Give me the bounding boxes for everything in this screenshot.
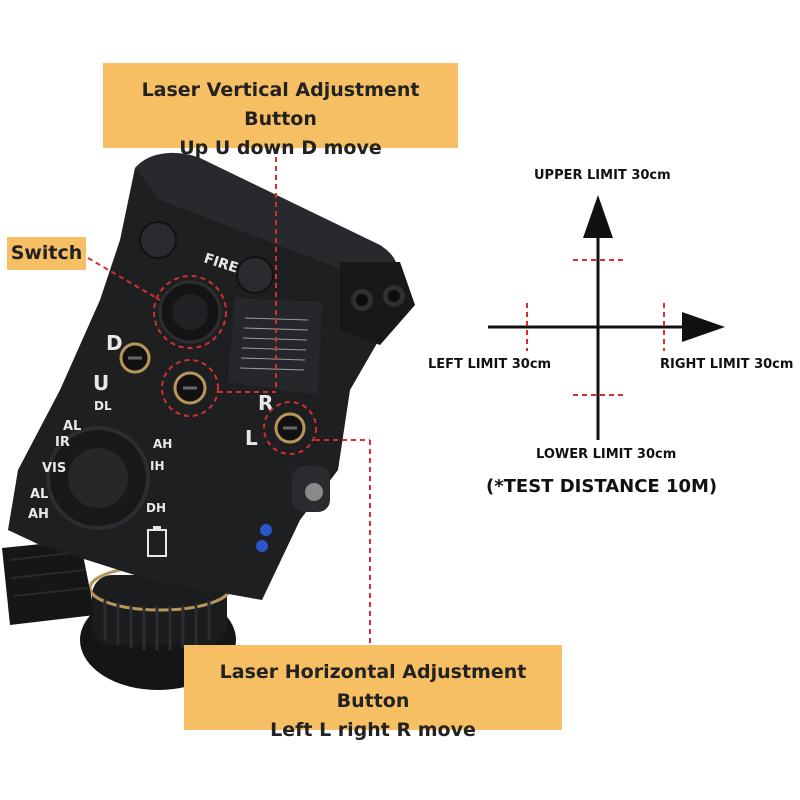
upper-limit-label: UPPER LIMIT 30cm	[534, 168, 671, 183]
horizontal-screw-highlight	[263, 401, 317, 455]
vertical-callout-line2: Up U down D move	[179, 137, 382, 159]
mark-d: D	[106, 331, 123, 355]
limit-axis-diagram	[488, 195, 725, 440]
switch-leader	[87, 257, 161, 301]
mark-ir: IR	[55, 435, 70, 450]
blue-screw-1	[260, 524, 272, 536]
mark-vis: VIS	[42, 461, 66, 476]
horizontal-callout-line2: Left L right R move	[270, 719, 476, 741]
device-markings: D U DL AL IR VIS AL AH AH IH DH L R	[28, 331, 273, 522]
left-limit-label: LEFT LIMIT 30cm	[428, 357, 552, 372]
mark-ih: IH	[150, 459, 165, 473]
mode-selector-knob	[68, 448, 128, 508]
laser-device: FIRE D U DL AL IR	[2, 152, 415, 690]
lens-grip-ridges	[103, 600, 211, 650]
top-left-button	[139, 221, 177, 259]
blue-screw-2	[256, 540, 268, 552]
mark-dh: DH	[146, 501, 166, 515]
mark-ah2: AH	[153, 437, 172, 451]
vertical-adjustment-callout: Laser Vertical Adjustment Button Up U do…	[103, 63, 458, 159]
horizontal-adjustment-callout: Laser Horizontal Adjustment Button Left …	[184, 645, 562, 741]
top-cap	[135, 152, 397, 282]
test-distance-note: (*TEST DISTANCE 10M)	[486, 476, 718, 497]
limit-ticks	[526, 259, 665, 396]
side-knob-screw	[305, 483, 323, 501]
mark-dl: DL	[94, 399, 112, 413]
lower-limit-label: LOWER LIMIT 30cm	[536, 447, 677, 462]
switch-highlight	[153, 275, 227, 349]
mark-u: U	[93, 371, 109, 395]
mark-al: AL	[63, 419, 81, 434]
switch-callout: Switch	[7, 237, 86, 270]
switch-callout-label: Switch	[10, 242, 83, 264]
mount-bracket	[340, 262, 415, 345]
leader-lines	[87, 148, 371, 645]
vertical-callout-line1: Laser Vertical Adjustment Button	[141, 79, 420, 130]
right-limit-label: RIGHT LIMIT 30cm	[660, 357, 794, 372]
horizontal-callout-line1: Laser Horizontal Adjustment Button	[219, 661, 527, 712]
up-arrow-icon	[583, 195, 613, 238]
rail-mount	[2, 540, 95, 625]
fire-button	[236, 256, 274, 294]
vertical-screw-highlight	[161, 359, 219, 417]
mark-r: R	[258, 391, 273, 415]
right-arrow-icon	[682, 312, 725, 342]
mark-al2: AL	[30, 487, 48, 502]
mark-ah: AH	[28, 507, 49, 522]
mark-l: L	[245, 426, 258, 450]
